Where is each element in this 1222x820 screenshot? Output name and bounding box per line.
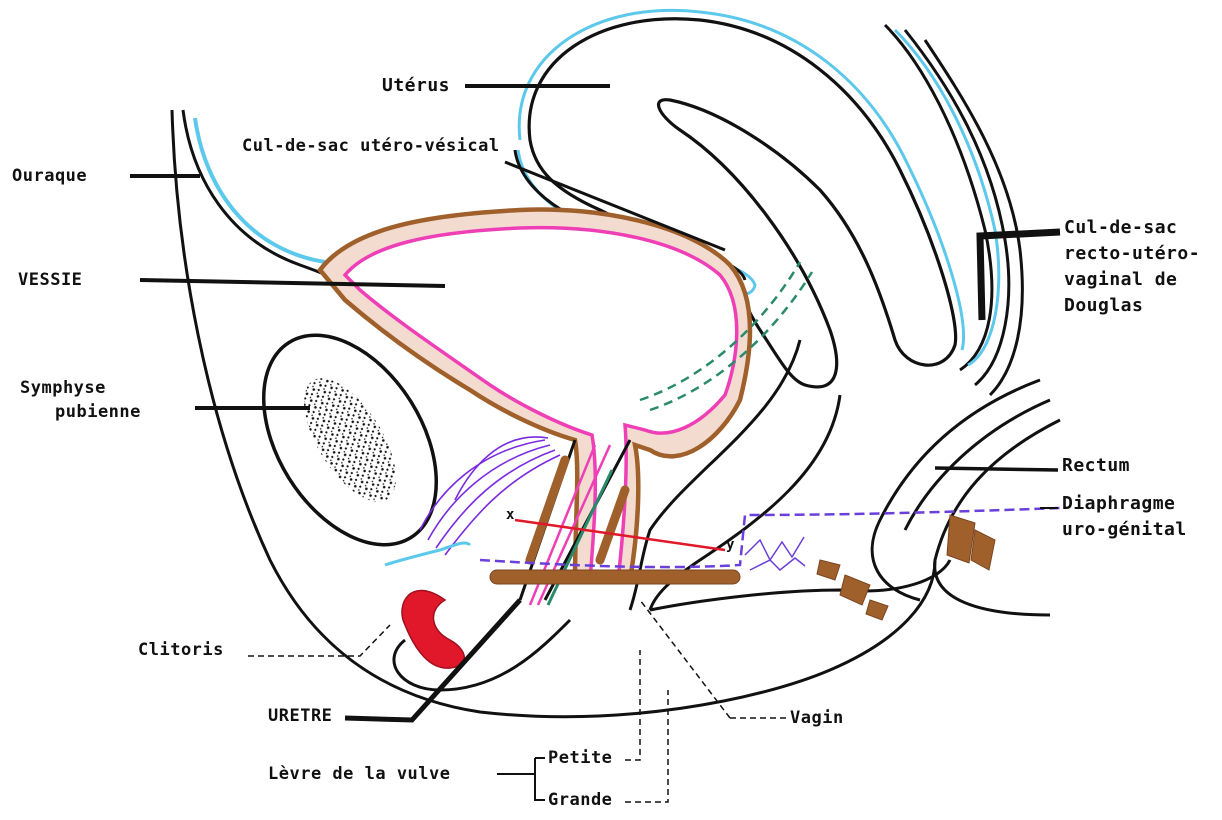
label-utero-vesical-pouch: Cul-de-sac utéro-vésical <box>242 136 500 156</box>
label-diaphragm-line2: uro-génital <box>1062 520 1187 540</box>
label-vagina: Vagin <box>790 708 844 728</box>
label-bladder: VESSIE <box>18 270 82 290</box>
label-douglas-line2: recto-utéro- <box>1064 244 1200 264</box>
leader-lip-large <box>625 690 668 802</box>
leader-rectum <box>935 468 1058 470</box>
label-douglas-line4: Douglas <box>1064 296 1143 316</box>
label-urachus: Ouraque <box>12 166 87 186</box>
urethra-sphincter-left <box>530 460 565 560</box>
label-uterus: Utérus <box>382 76 450 96</box>
label-rectum: Rectum <box>1062 456 1130 476</box>
label-symphysis-line1: Symphyse <box>20 378 106 398</box>
label-diaphragm-line1: Diaphragme <box>1062 494 1175 514</box>
clitoris-shape <box>402 590 464 668</box>
leader-vulva-bracket <box>497 758 545 800</box>
label-douglas-line3: vaginal de <box>1064 270 1177 290</box>
label-mark-x: x <box>506 505 515 525</box>
label-symphysis-line2: pubienne <box>55 402 141 422</box>
leader-vagina <box>640 600 788 718</box>
diaphragm-fibers <box>745 537 805 570</box>
label-clitoris: Clitoris <box>138 640 224 660</box>
label-lip-large: Grande <box>548 790 612 810</box>
rectum-anterior <box>872 380 1040 600</box>
label-mark-y: y <box>726 535 735 555</box>
posterior-wall-3 <box>925 40 1022 395</box>
label-douglas-line1: Cul-de-sac <box>1064 218 1177 238</box>
label-urethra: URETRE <box>268 706 332 726</box>
leader-lip-small <box>625 650 640 760</box>
label-vulva-lip: Lèvre de la vulve <box>268 764 451 784</box>
vestibule-blue <box>385 543 470 565</box>
label-lip-small: Petite <box>548 748 612 768</box>
